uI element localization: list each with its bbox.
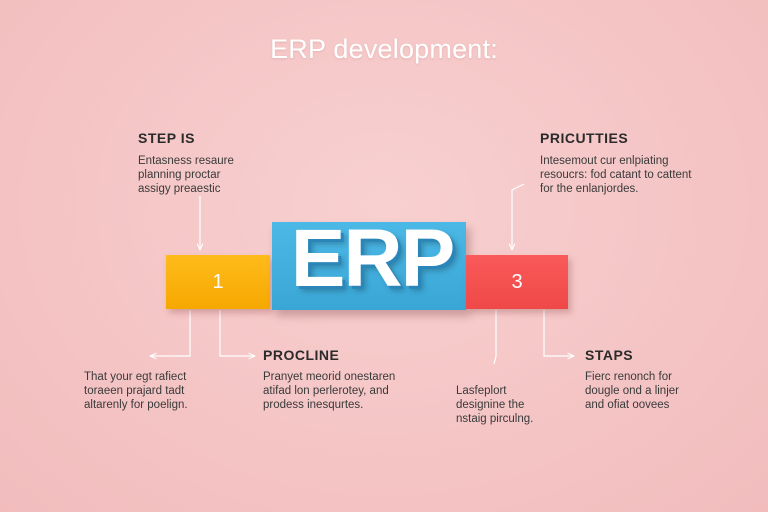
step-3-label: 3 <box>511 270 523 293</box>
steps-text: Entasness resaure planning proctar assig… <box>138 155 234 195</box>
bottom-center-right-text: Lasfeplort designine the nstaig pirculng… <box>456 385 534 425</box>
steps-heading: STEP IS <box>138 130 195 146</box>
erp-label: ERP <box>290 213 456 304</box>
procline-heading: PROCLINE <box>263 347 340 363</box>
step-1-block: 1 <box>166 255 270 309</box>
bottom-left-text: That your egt rafiect toraeen prajard ta… <box>84 371 188 411</box>
erp-block <box>272 222 466 310</box>
procline-text: Pranyet meorid onestaren atifad lon perl… <box>263 371 396 411</box>
priorities-heading: PRICUTTIES <box>540 130 629 146</box>
step-3-block: 3 <box>466 255 568 309</box>
arrow-block-3-to-staps <box>543 310 574 356</box>
arrow-priorities-to-block-3 <box>512 183 525 250</box>
staps-heading: STAPS <box>585 347 634 363</box>
arrow-block-1-to-bottom-left <box>150 310 191 356</box>
step-1-label: 1 <box>212 270 224 293</box>
arrow-block-3-to-bottom <box>493 310 497 365</box>
staps-text: Fierc renonch for dougle ond a linjer an… <box>585 371 679 411</box>
priorities-text: Intesemout cur enlpiating resoucrs: fod … <box>540 155 692 195</box>
arrow-block-1-to-procline <box>219 310 255 356</box>
diagram-title: ERP development: <box>270 34 498 64</box>
